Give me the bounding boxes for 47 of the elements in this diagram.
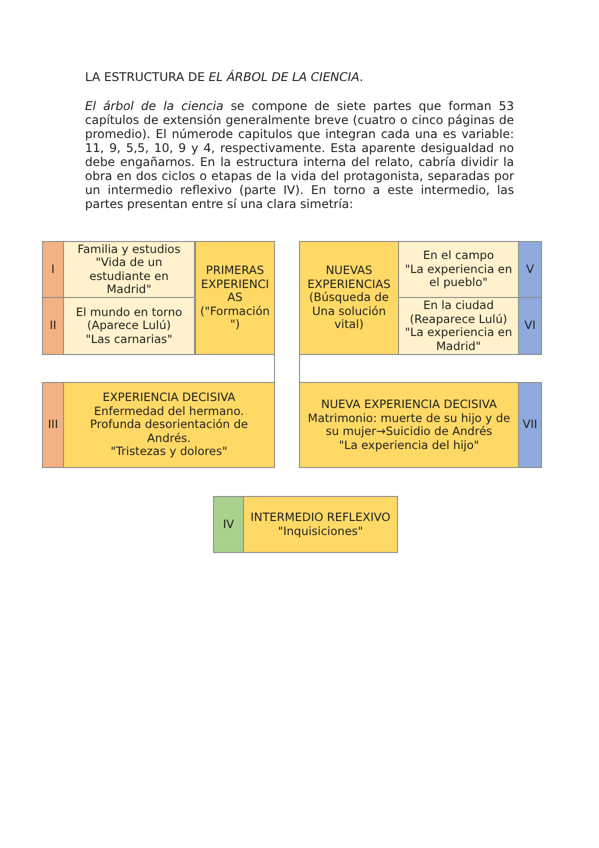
section-text: EXPERIENCIA DECISIVA	[102, 391, 236, 405]
part-number-box	[213, 496, 244, 553]
section-box	[299, 241, 399, 355]
section-box	[398, 297, 519, 355]
section-text: "Tristezas y dolores"	[110, 445, 228, 459]
section-text: (Reaparece Lulú)	[410, 312, 508, 326]
section-text: NUEVA EXPERIENCIA DECISIVA	[321, 398, 497, 412]
section-box	[63, 297, 195, 355]
section-text: "Las carnarias"	[86, 332, 172, 346]
section-text: NUEVAS EXPERIENCIAS (Búsqueda de Una solución vital)	[306, 264, 392, 332]
part-numeral: VII	[522, 418, 538, 432]
part-number-box	[518, 382, 542, 468]
section-text: "La experiencia en el pueblo"	[404, 262, 514, 290]
section-box	[63, 382, 275, 468]
body-paragraph: El árbol de la ciencia se compone de siete partes que forman 53 capítulos de extensión generalmente breve (cuatro o cinco páginas de promedio). El númerode capitulos que integran cada una es variable: 11, 9, 5,5, 10, 9 y 4, respectivamente. Esta aparente desigualdad no debe engañarnos. En la estructura interna del relato, cabría dividir la obra en dos ciclos o etapas de la vida del protagonista, separadas por un intermedio reflexivo (parte IV). En torno a este intermedio, las partes presentan entre sí una clara simetría:	[85, 99, 514, 211]
section-text: En el campo	[422, 249, 494, 263]
section-text: "La experiencia del hijo"	[338, 438, 480, 452]
section-box	[243, 496, 398, 553]
part-numeral: VI	[524, 319, 536, 333]
part-numeral: V	[526, 262, 534, 276]
section-text: INTERMEDIO REFLEXIVO	[250, 511, 390, 524]
section-text: En la ciudad	[423, 299, 494, 312]
section-text: (Aparece Lulú)	[87, 319, 171, 333]
part-number-box	[42, 382, 64, 468]
section-text: Enfermedad del hermano. Profunda desorientación de Andrés.	[89, 404, 249, 446]
part-numeral: IV	[222, 518, 234, 532]
section-box	[299, 382, 519, 468]
part-number-box	[42, 297, 64, 355]
heading: LA ESTRUCTURA DE EL ÁRBOL DE LA CIENCIA.	[85, 70, 364, 84]
part-number-box	[518, 297, 542, 355]
part-number-box	[518, 241, 542, 298]
section-box	[398, 241, 519, 298]
section-text: "La experiencia en Madrid"	[404, 326, 514, 353]
part-numeral: I	[51, 262, 55, 276]
section-box	[195, 241, 275, 355]
connector-line	[274, 354, 275, 382]
connector-line	[299, 354, 300, 382]
part-number-box	[42, 241, 64, 298]
part-numeral: II	[50, 319, 56, 333]
section-text: Matrimonio: muerte de su hijo y de su mujer→Suicidio de Andrés	[306, 412, 512, 438]
section-text: El mundo en torno	[76, 306, 182, 320]
section-text: "Inquisiciones"	[278, 524, 364, 538]
section-box	[63, 241, 195, 298]
section-text: Familia y estudios	[78, 242, 180, 256]
part-numeral: III	[48, 418, 58, 432]
section-text: PRIMERAS EXPERIENCIAS ("Formación")	[199, 264, 271, 332]
section-text: "Vida de un estudiante en Madrid"	[88, 256, 170, 296]
